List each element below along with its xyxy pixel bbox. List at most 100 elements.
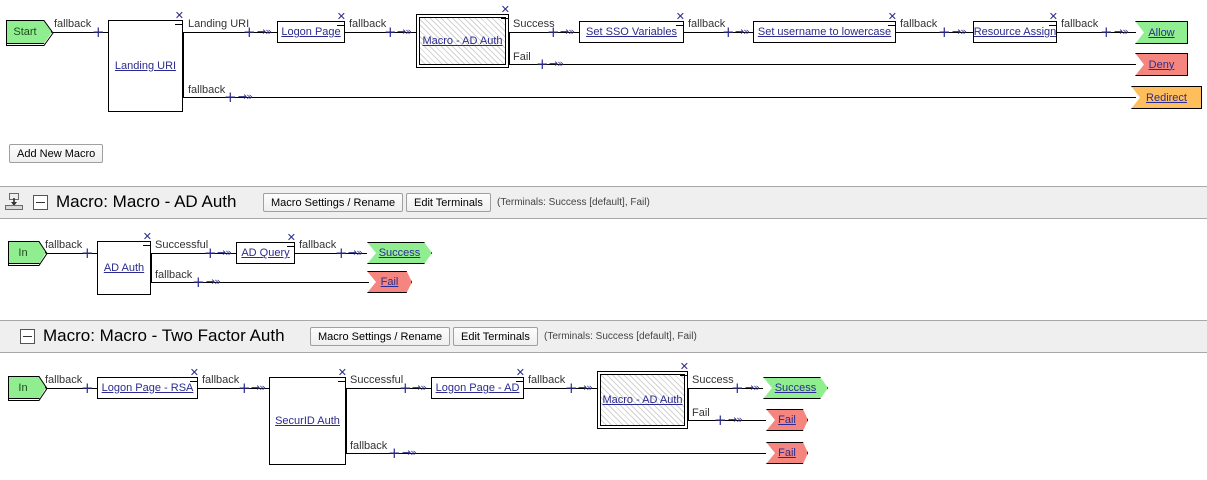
macro-in-label: In bbox=[18, 381, 28, 394]
connector-plus[interactable]: + bbox=[399, 379, 412, 397]
node-securid-auth[interactable]: ✕ SecurID Auth bbox=[269, 367, 347, 465]
ending-label: Success bbox=[774, 382, 817, 394]
insert-macro-icon[interactable] bbox=[5, 193, 23, 210]
macro-settings-rename-button-ad-auth[interactable]: Macro Settings / Rename bbox=[263, 193, 404, 212]
connector-plus[interactable]: + bbox=[547, 23, 560, 41]
ending-allow[interactable]: Allow bbox=[1135, 21, 1188, 44]
connector-plus[interactable]: + bbox=[722, 23, 735, 41]
collapse-toggle-two-factor[interactable] bbox=[20, 329, 35, 344]
node-macro-ad-auth[interactable]: ✕ Macro - AD Auth bbox=[416, 4, 510, 68]
arrow-icon[interactable]: →» bbox=[402, 446, 417, 459]
wire bbox=[183, 32, 277, 33]
edit-terminals-button-two-factor[interactable]: Edit Terminals bbox=[453, 327, 538, 346]
wire bbox=[151, 253, 236, 254]
arrow-icon[interactable]: →» bbox=[745, 381, 760, 394]
wire bbox=[295, 253, 367, 254]
ending-redirect[interactable]: Redirect bbox=[1131, 86, 1202, 109]
node-set-username-lowercase[interactable]: ✕ Set username to lowercase bbox=[753, 11, 897, 43]
ending-deny[interactable]: Deny bbox=[1135, 53, 1188, 76]
close-icon[interactable]: ✕ bbox=[286, 231, 296, 247]
arrow-icon[interactable]: →» bbox=[952, 25, 967, 38]
node-label: Landing URI bbox=[114, 60, 177, 72]
connector-plus[interactable]: + bbox=[1100, 23, 1113, 41]
connector-plus[interactable]: + bbox=[224, 88, 237, 106]
arrow-icon[interactable]: →» bbox=[206, 275, 221, 288]
close-icon[interactable]: ✕ bbox=[500, 3, 510, 19]
node-set-sso-variables[interactable]: ✕ Set SSO Variables bbox=[579, 11, 685, 43]
edge-label: fallback bbox=[188, 84, 226, 96]
ending-label: Fail bbox=[380, 276, 399, 288]
arrow-icon[interactable]: →» bbox=[735, 25, 750, 38]
close-icon[interactable]: ✕ bbox=[337, 366, 347, 382]
wire bbox=[684, 32, 753, 33]
connector-plus[interactable]: + bbox=[384, 23, 397, 41]
wire bbox=[198, 388, 269, 389]
arrow-icon[interactable]: →» bbox=[578, 381, 593, 394]
node-label: Resource Assign bbox=[973, 26, 1057, 38]
node-logon-page[interactable]: ✕ Logon Page bbox=[277, 11, 346, 43]
connector-plus[interactable]: + bbox=[731, 379, 744, 397]
close-icon[interactable]: ✕ bbox=[336, 10, 346, 26]
node-ad-query[interactable]: ✕ AD Query bbox=[236, 232, 296, 264]
wire bbox=[46, 388, 97, 389]
connector-plus[interactable]: + bbox=[204, 244, 217, 262]
close-icon[interactable]: ✕ bbox=[887, 10, 897, 26]
close-icon[interactable]: ✕ bbox=[515, 366, 525, 382]
arrow-icon[interactable]: →» bbox=[251, 381, 266, 394]
connector-plus[interactable]: + bbox=[81, 379, 94, 397]
node-logon-page-ad[interactable]: ✕ Logon Page - AD bbox=[431, 367, 525, 399]
edge-label: Landing URI bbox=[188, 18, 250, 30]
start-node[interactable]: Start bbox=[6, 20, 52, 44]
node-ad-auth[interactable]: ✕ AD Auth bbox=[97, 231, 152, 295]
macro-ending-success[interactable]: Success bbox=[367, 242, 432, 264]
connector-plus[interactable]: + bbox=[92, 23, 105, 41]
arrow-icon[interactable]: →» bbox=[549, 57, 564, 70]
arrow-icon[interactable]: →» bbox=[217, 246, 232, 259]
connector-plus[interactable]: + bbox=[565, 379, 578, 397]
node-logon-page-rsa[interactable]: ✕ Logon Page - RSA bbox=[97, 367, 199, 399]
add-new-macro-button[interactable]: Add New Macro bbox=[9, 144, 104, 163]
node-label: Macro - AD Auth bbox=[602, 394, 683, 406]
close-icon[interactable]: ✕ bbox=[174, 9, 184, 25]
connector-plus[interactable]: + bbox=[536, 55, 549, 73]
macro-in-node[interactable]: In bbox=[8, 241, 46, 264]
arrow-icon[interactable]: →» bbox=[1114, 25, 1129, 38]
arrow-icon[interactable]: →» bbox=[348, 246, 363, 259]
macro-ending-fail-2[interactable]: Fail bbox=[766, 442, 808, 464]
arrow-icon[interactable]: →» bbox=[257, 25, 272, 38]
connector-plus[interactable]: + bbox=[335, 244, 348, 262]
close-icon[interactable]: ✕ bbox=[675, 10, 685, 26]
arrow-icon[interactable]: →» bbox=[728, 413, 743, 426]
close-icon[interactable]: ✕ bbox=[1048, 10, 1058, 26]
node-label: AD Auth bbox=[103, 262, 145, 274]
close-icon[interactable]: ✕ bbox=[679, 360, 689, 376]
connector-plus[interactable]: + bbox=[243, 23, 256, 41]
arrow-icon[interactable]: →» bbox=[560, 25, 575, 38]
edge-label: fallback bbox=[45, 239, 83, 251]
connector-plus[interactable]: + bbox=[81, 244, 94, 262]
edit-terminals-button-ad-auth[interactable]: Edit Terminals bbox=[406, 193, 491, 212]
connector-plus[interactable]: + bbox=[714, 411, 727, 429]
connector-plus[interactable]: + bbox=[192, 273, 205, 291]
macro-ending-fail[interactable]: Fail bbox=[367, 271, 412, 293]
close-icon[interactable]: ✕ bbox=[189, 366, 199, 382]
node-macro-ad-auth-nested[interactable]: ✕ Macro - AD Auth bbox=[597, 361, 689, 429]
connector-plus[interactable]: + bbox=[938, 23, 951, 41]
node-resource-assign[interactable]: ✕ Resource Assign bbox=[973, 11, 1058, 43]
edge-label: fallback bbox=[900, 18, 938, 30]
macro-settings-rename-button-two-factor[interactable]: Macro Settings / Rename bbox=[310, 327, 451, 346]
wire bbox=[896, 32, 973, 33]
connector-plus[interactable]: + bbox=[388, 444, 401, 462]
arrow-icon[interactable]: →» bbox=[397, 25, 412, 38]
node-landing-uri[interactable]: ✕ Landing URI bbox=[108, 10, 184, 112]
connector-plus[interactable]: + bbox=[238, 379, 251, 397]
edge-label: fallback bbox=[299, 239, 337, 251]
collapse-toggle-ad-auth[interactable] bbox=[33, 195, 48, 210]
arrow-icon[interactable]: →» bbox=[238, 90, 253, 103]
node-label: AD Query bbox=[241, 247, 290, 259]
macro-ending-fail-1[interactable]: Fail bbox=[766, 409, 808, 431]
close-icon[interactable]: ✕ bbox=[142, 230, 152, 246]
macro-ending-success[interactable]: Success bbox=[763, 377, 828, 399]
macro-in-node[interactable]: In bbox=[8, 376, 46, 399]
arrow-icon[interactable]: →» bbox=[412, 381, 427, 394]
